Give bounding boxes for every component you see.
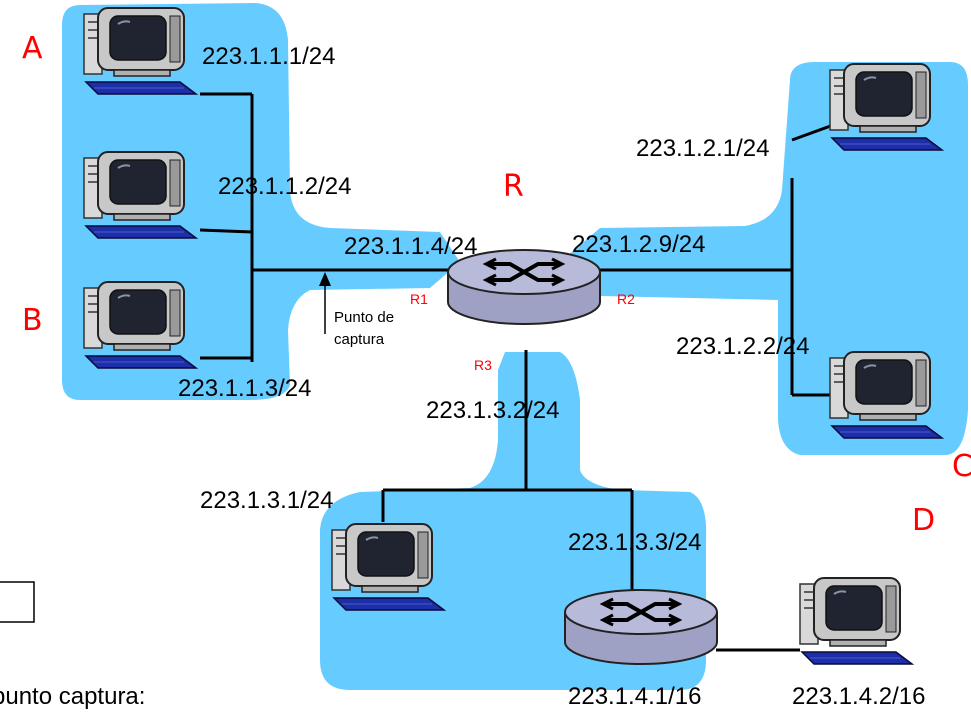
address-router-if2: 223.1.2.9/24 <box>572 231 705 258</box>
capture-arrow-head <box>319 272 331 286</box>
wire <box>199 228 253 234</box>
address-a2: 223.1.1.2/24 <box>218 173 351 200</box>
router-icon <box>563 588 719 666</box>
address-c2: 223.1.2.2/24 <box>676 333 809 360</box>
interface-r2: R2 <box>617 291 635 307</box>
address-router-if1: 223.1.1.4/24 <box>344 233 477 260</box>
router-label: R <box>503 169 524 204</box>
address-d-host: 223.1.4.2/16 <box>792 683 925 710</box>
address-s31: 223.1.3.1/24 <box>200 487 333 514</box>
node-label-c: C <box>952 449 971 484</box>
capture-caption: punto captura: <box>0 683 145 710</box>
interface-r3: R3 <box>474 357 492 373</box>
address-router-if3: 223.1.3.2/24 <box>426 397 559 424</box>
capture-point-line2: captura <box>334 331 385 348</box>
address-d-router: 223.1.4.1/16 <box>568 683 701 710</box>
node-label-a: A <box>22 31 43 66</box>
address-s33: 223.1.3.3/24 <box>568 529 701 556</box>
router-icon <box>446 248 602 326</box>
capture-point-line1: Punto de <box>334 309 394 326</box>
node-label-b: B <box>22 303 43 338</box>
wire <box>791 122 837 142</box>
node-label-d: D <box>912 503 935 538</box>
address-c1: 223.1.2.1/24 <box>636 135 769 162</box>
address-a3: 223.1.1.3/24 <box>178 375 311 402</box>
address-a1: 223.1.1.1/24 <box>202 43 335 70</box>
checkbox-fragment <box>0 581 35 623</box>
desktop-computer-icon <box>799 577 913 665</box>
interface-r1: R1 <box>410 291 428 307</box>
